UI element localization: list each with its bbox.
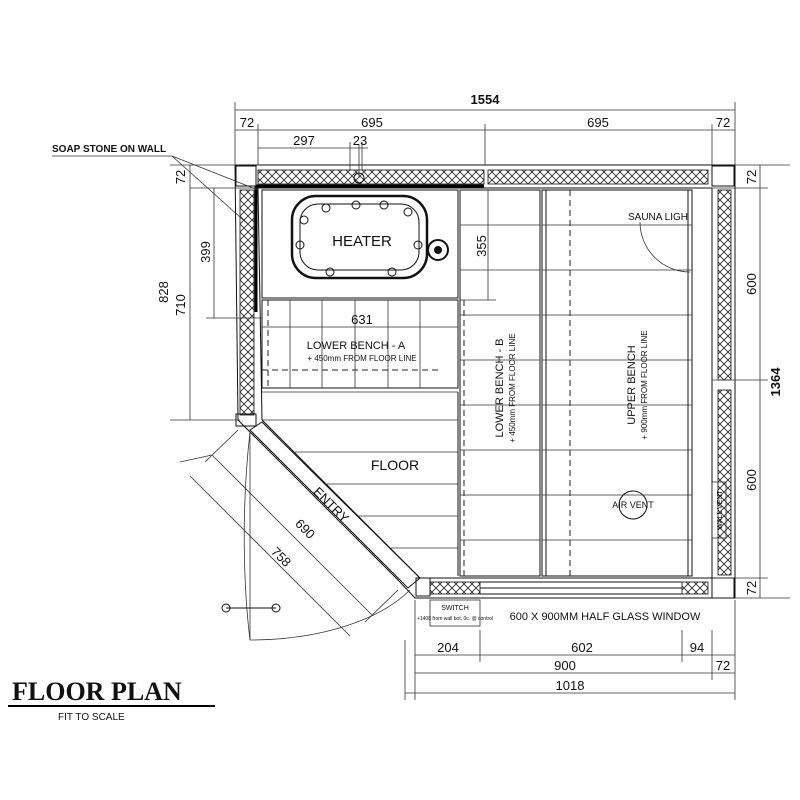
dim-heater-gap: 23 <box>353 133 367 148</box>
dim-bottom-900: 900 <box>554 658 576 673</box>
dim-right-600-bottom: 600 <box>744 469 759 491</box>
dimensions-entry: 690 758 <box>179 429 399 637</box>
dim-left-710: 710 <box>173 294 188 316</box>
dim-bottom-204: 204 <box>437 640 459 655</box>
dim-bench-a-width: 631 <box>351 312 373 327</box>
dimensions-left: 72 828 710 399 355 631 <box>156 164 496 421</box>
dim-overall-width: 1554 <box>471 92 501 107</box>
dim-top-right-wall: 72 <box>716 115 730 130</box>
dim-heater-depth: 355 <box>474 235 489 257</box>
dim-entry-690: 690 <box>292 516 318 542</box>
dim-top-right-half: 695 <box>587 115 609 130</box>
soapstone-callout: SOAP STONE ON WALL <box>52 144 259 227</box>
dim-top-left-wall: 72 <box>240 115 254 130</box>
plan-title: FLOOR PLAN <box>12 677 182 706</box>
floor-slats: FLOOR <box>262 391 459 576</box>
sauna-light-label: SAUNA LIGH <box>628 212 688 223</box>
upper-bench-note: + 900mm FROM FLOOR LINE <box>640 330 649 439</box>
dim-right-wall-top: 72 <box>744 170 759 184</box>
heater-label: HEATER <box>332 233 392 250</box>
lower-bench-b-note: + 450mm FROM FLOOR LINE <box>508 333 517 442</box>
dim-heater-offset: 297 <box>293 133 315 148</box>
dim-bottom-72: 72 <box>716 658 730 673</box>
upper-bench-label: UPPER BENCH <box>626 345 638 425</box>
dim-left-wall: 72 <box>173 170 188 184</box>
dim-right-wall-bottom: 72 <box>744 581 759 595</box>
dimensions-top: 1554 72 695 695 72 297 23 <box>234 92 736 170</box>
walls <box>234 164 736 599</box>
plan-subtitle: FIT TO SCALE <box>58 712 125 723</box>
lower-bench-a-label: LOWER BENCH - A <box>307 340 406 352</box>
lower-bench-b-label: LOWER BENCH - B <box>494 338 506 437</box>
heater: HEATER <box>261 145 459 299</box>
dim-bottom-602: 602 <box>571 640 593 655</box>
dim-left-399: 399 <box>198 241 213 263</box>
dim-entry-758: 758 <box>268 544 294 570</box>
floor-label: FLOOR <box>371 457 419 473</box>
dim-bottom-1018: 1018 <box>556 678 585 693</box>
lower-bench-a-note: + 450mm FROM FLOOR LINE <box>307 354 416 363</box>
dim-right-600-top: 600 <box>744 273 759 295</box>
soapstone-label: SOAP STONE ON WALL <box>52 144 166 155</box>
wall-vent-label: WALL VENT <box>717 490 724 530</box>
switch-note: +1408 from wall bot, 0c. @ control <box>417 616 493 622</box>
dim-left-828: 828 <box>156 281 171 303</box>
dim-top-left-half: 695 <box>361 115 383 130</box>
dimensions-bottom: 204 602 94 900 72 1018 <box>404 600 736 700</box>
window-label: 600 X 900MM HALF GLASS WINDOW <box>510 611 701 623</box>
dim-right-overall: 1364 <box>768 367 783 397</box>
fixtures: SAUNA LIGH AIR VENT WALL VENT SWITCH +14… <box>417 212 727 627</box>
dimensions-right: 72 600 1364 600 72 <box>712 164 790 599</box>
switch-label: SWITCH <box>441 605 469 612</box>
dim-bottom-94: 94 <box>690 640 704 655</box>
benches: LOWER BENCH - A + 450mm FROM FLOOR LINE … <box>261 189 693 577</box>
air-vent-label: AIR VENT <box>612 500 654 510</box>
title-block: FLOOR PLAN FIT TO SCALE <box>8 677 215 723</box>
